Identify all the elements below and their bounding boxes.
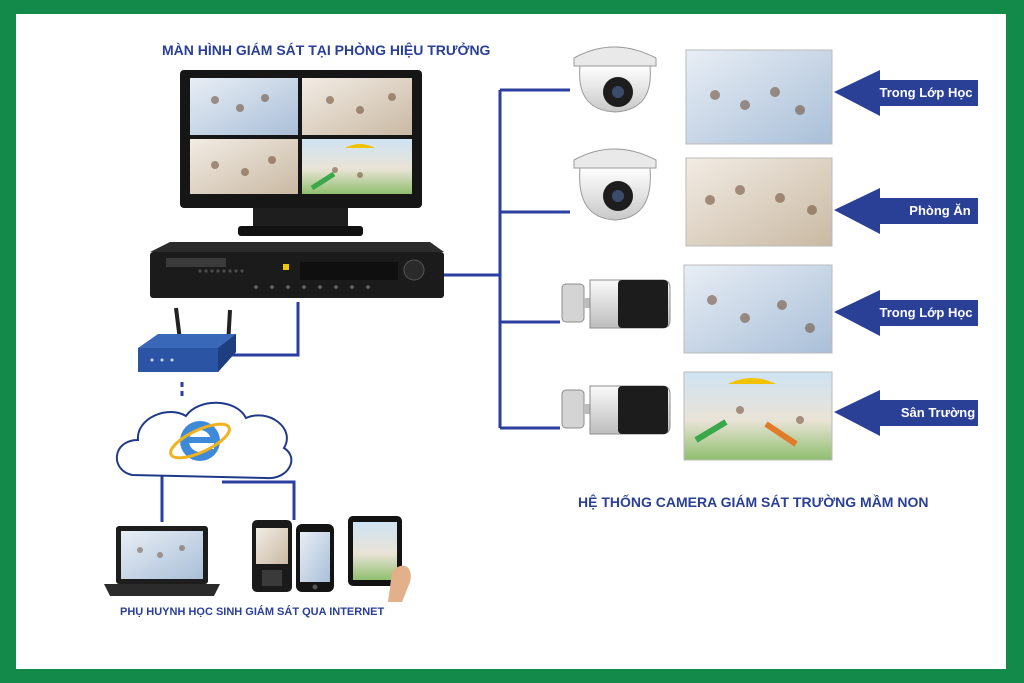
internet-cloud-icon <box>115 401 293 480</box>
monitor-icon <box>180 70 422 236</box>
arrow-label-2: Phòng Ăn <box>834 188 978 234</box>
camera-label-3: Trong Lớp Học <box>879 305 972 320</box>
bullet-camera-icon <box>561 279 671 329</box>
arrow-label-1: Trong Lớp Học <box>834 70 978 116</box>
camera-view-2 <box>685 157 833 247</box>
arrow-label-4: Sân Trường <box>834 390 978 436</box>
laptop-icon <box>104 526 220 596</box>
dvr-icon <box>150 242 444 298</box>
router-icon <box>138 307 236 372</box>
parents-title: PHỤ HUYNH HỌC SINH GIÁM SÁT QUA INTERNET <box>120 606 385 618</box>
camera-view-4 <box>683 371 833 461</box>
smartphone-icon <box>296 524 334 592</box>
ie-logo-icon <box>169 421 231 461</box>
camera-label-2: Phòng Ăn <box>909 203 970 218</box>
arrow-label-3: Trong Lớp Học <box>834 290 978 336</box>
dome-camera-icon <box>573 148 657 221</box>
monitor-room-title: MÀN HÌNH GIÁM SÁT TẠI PHÒNG HIỆU TRƯỞNG <box>162 42 491 58</box>
camera-label-1: Trong Lớp Học <box>879 85 972 100</box>
dome-camera-icon <box>573 46 657 113</box>
camera-label-4: Sân Trường <box>901 405 975 420</box>
camera-view-1 <box>685 49 833 145</box>
monitor-feed-1 <box>190 78 298 135</box>
cloud-to-phones-link <box>222 480 296 520</box>
system-title: HỆ THỐNG CAMERA GIÁM SÁT TRƯỜNG MẦM NON <box>578 494 929 510</box>
bullet-camera-icon <box>561 385 671 435</box>
monitor-feed-2 <box>302 78 412 135</box>
monitor-feed-3 <box>190 139 298 194</box>
phone-icon <box>252 520 292 592</box>
tablet-icon <box>348 516 411 602</box>
camera-view-3 <box>683 264 833 354</box>
dvr-to-router-link <box>232 302 300 357</box>
